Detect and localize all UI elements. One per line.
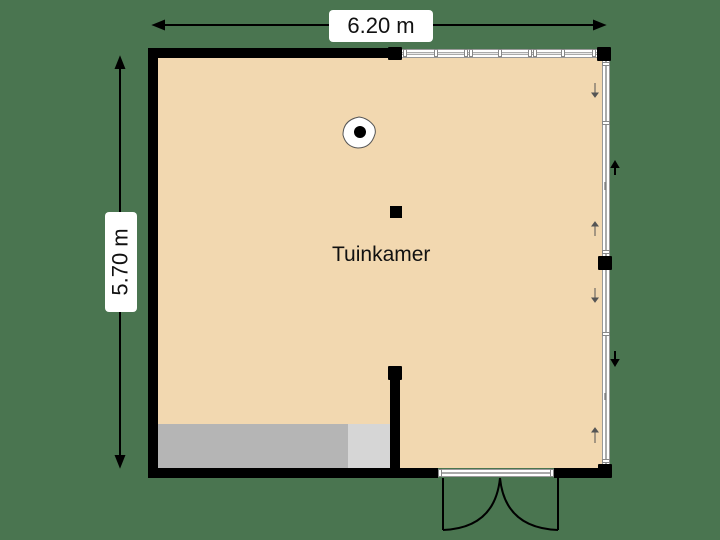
door-jamb: [438, 469, 442, 477]
door-post-middle: [598, 256, 612, 270]
window-mullion: [403, 49, 407, 57]
window-mullion: [498, 49, 502, 57]
wall-partition: [390, 372, 400, 478]
door-mullion: [602, 62, 610, 66]
wall-left: [148, 48, 158, 478]
window-mullion: [464, 49, 468, 57]
counter-end: [348, 424, 390, 468]
window-mullion: [592, 49, 596, 57]
floor-tuinkamer: [158, 58, 606, 468]
partition-post: [388, 366, 402, 380]
window-mullion: [434, 49, 438, 57]
door-mullion: [602, 459, 610, 463]
wall-top-left: [148, 48, 396, 58]
window-post-left: [388, 47, 402, 60]
door-mullion: [602, 250, 610, 254]
double-door-frame[interactable]: [438, 469, 554, 477]
wall-bottom-left: [148, 468, 438, 478]
window-mullion: [528, 49, 532, 57]
corner-post-top-right: [597, 47, 611, 61]
height-dimension-label: 5.70 m: [105, 212, 137, 312]
door-jamb: [550, 469, 554, 477]
window-mullion: [533, 49, 537, 57]
width-dimension-label: 6.20 m: [329, 10, 433, 42]
wall-bottom-right: [554, 468, 610, 478]
door-mullion: [602, 332, 610, 336]
window-mullion: [469, 49, 473, 57]
corner-post-bottom-right: [598, 464, 612, 478]
kitchen-counter: [158, 424, 348, 468]
column-icon: [390, 206, 402, 218]
door-mullion: [602, 121, 610, 125]
ceiling-light-icon: [342, 116, 376, 149]
room-label-tuinkamer: Tuinkamer: [332, 243, 431, 266]
window-mullion: [561, 49, 565, 57]
